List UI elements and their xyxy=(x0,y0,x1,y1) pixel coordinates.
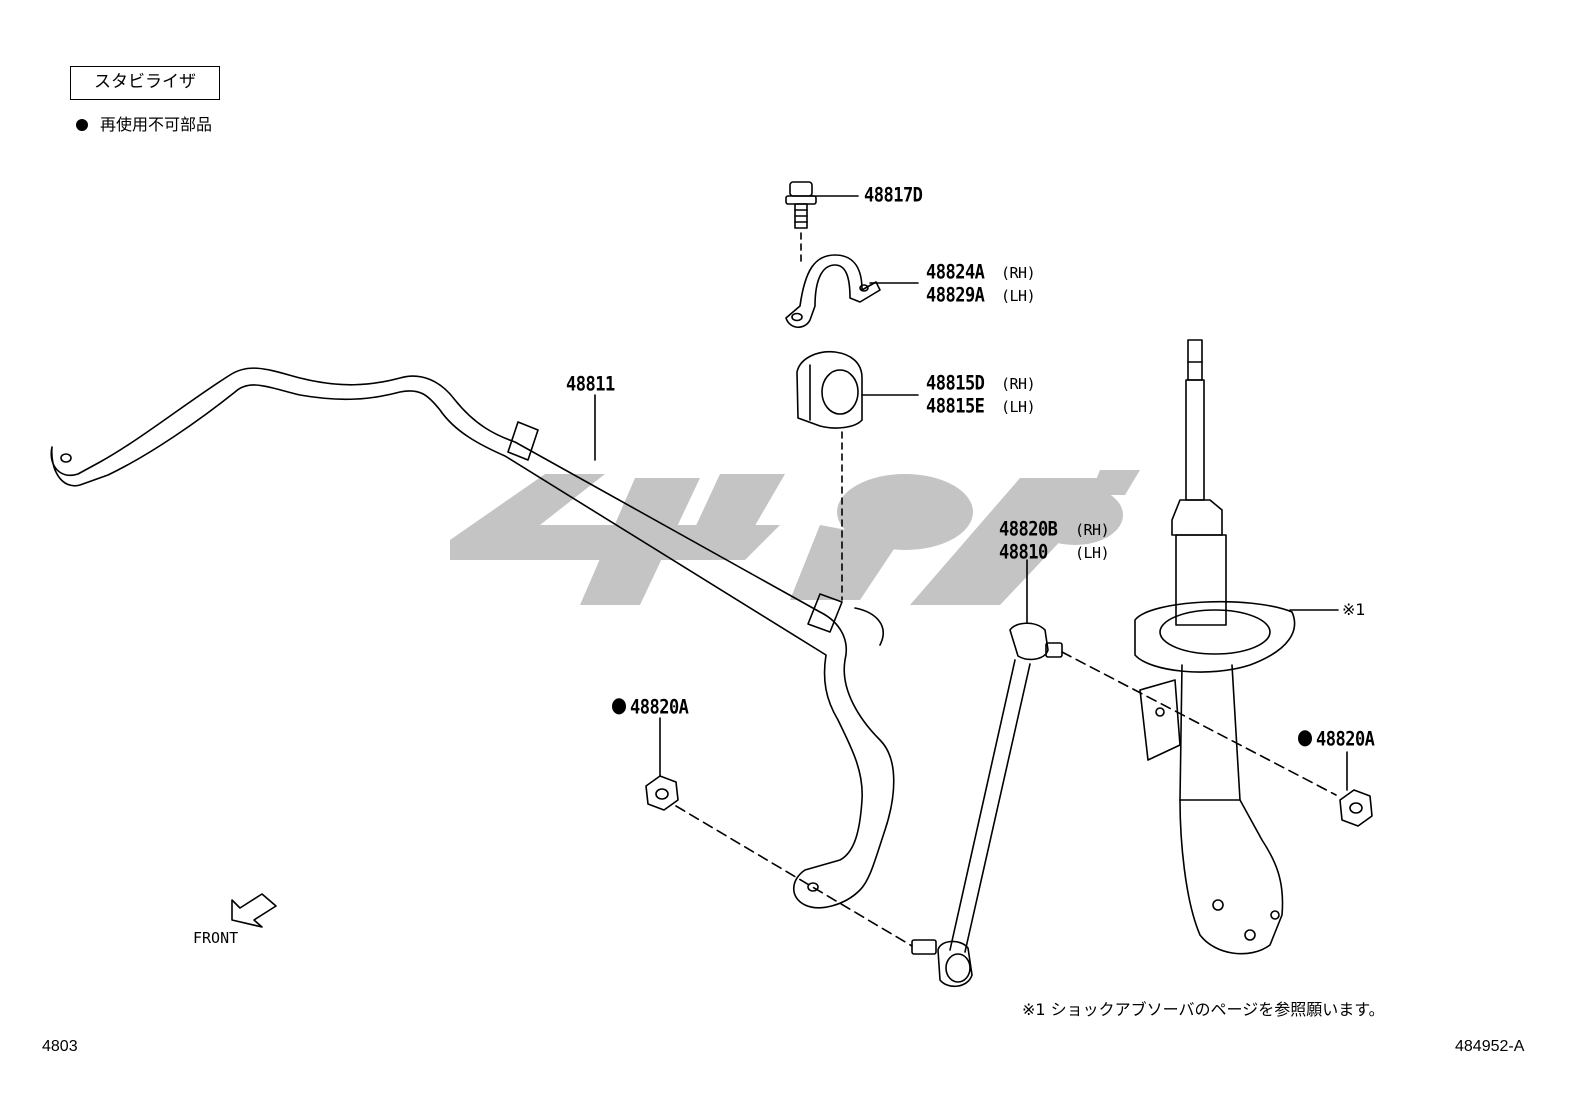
bracket-part xyxy=(785,254,881,329)
figure-code: 484952-A xyxy=(1455,1038,1525,1055)
front-label: FRONT xyxy=(193,929,239,947)
watermark-logo xyxy=(450,470,1140,605)
side-label-bracket-rh: (RH) xyxy=(1001,264,1036,282)
part-label-stabilizer-bar: 48811 xyxy=(566,373,615,396)
legend-note: 再使用不可部品 xyxy=(76,111,212,135)
side-label-link-lh: (LH) xyxy=(1075,544,1110,562)
nut-left-part xyxy=(645,775,679,811)
reference-mark-strut: ※1 xyxy=(1342,600,1366,619)
part-label-bolt: 48817D xyxy=(864,184,923,207)
footnote: ※1 ショックアブソーバのページを参照願います。 xyxy=(1022,1000,1385,1019)
link-to-nut-dashed xyxy=(1061,651,1337,796)
side-label-link-rh: (RH) xyxy=(1075,521,1110,539)
part-label-bushing-lh: 48815E xyxy=(926,395,985,418)
nut-right-part xyxy=(1339,789,1373,827)
bushing-part xyxy=(796,350,863,429)
part-label-bushing-rh: 48815D xyxy=(926,372,985,395)
part-label-bracket-lh: 48829A xyxy=(926,284,985,307)
front-arrow-icon xyxy=(231,893,277,928)
side-label-bushing-lh: (LH) xyxy=(1001,398,1036,416)
stabilizer-bar xyxy=(50,367,895,909)
part-label-nut-left: 48820A xyxy=(612,696,689,719)
bolt-part xyxy=(785,181,817,229)
part-label-nut-right: 48820A xyxy=(1298,728,1375,751)
legend-note-text: 再使用不可部品 xyxy=(100,115,213,134)
part-label-link-lh: 48810 xyxy=(999,541,1048,564)
side-label-bushing-rh: (RH) xyxy=(1001,375,1036,393)
shock-absorber xyxy=(1134,339,1296,955)
legend-title: スタビライザ xyxy=(70,66,220,100)
part-label-bracket-rh: 48824A xyxy=(926,261,985,284)
page-code: 4803 xyxy=(42,1038,78,1055)
part-label-link-rh: 48820B xyxy=(999,518,1058,541)
stabilizer-link xyxy=(911,622,1063,988)
non-reusable-dot-icon xyxy=(76,119,88,131)
non-reusable-dot-icon xyxy=(612,698,626,715)
side-label-bracket-lh: (LH) xyxy=(1001,287,1036,305)
non-reusable-dot-icon xyxy=(1298,730,1312,747)
nut-to-link-dashed xyxy=(675,805,913,947)
